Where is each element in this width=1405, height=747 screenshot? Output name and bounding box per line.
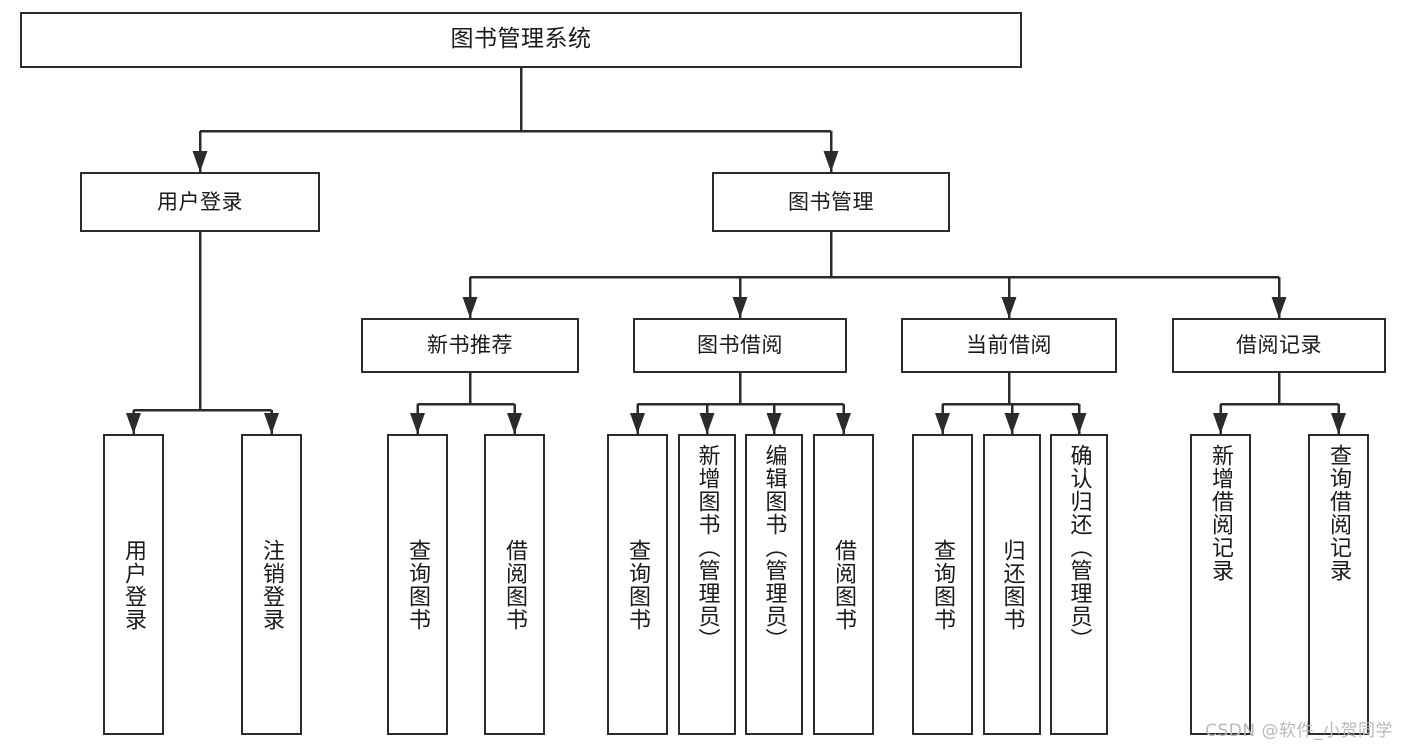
- node-leaf-user-logout[interactable]: 注销登录: [241, 434, 302, 735]
- node-leaf-borrow-book-1[interactable]: 借阅图书: [484, 434, 545, 735]
- node-label: 查询借阅记录: [1326, 444, 1352, 582]
- arrowhead-icon: [935, 413, 950, 434]
- node-label: 归还图书: [999, 538, 1025, 631]
- node-leaf-user-login[interactable]: 用户登录: [103, 434, 164, 735]
- node-leaf-confirm-ret[interactable]: 确认归还（管理员）: [1050, 434, 1108, 735]
- node-label: 借阅图书: [502, 538, 528, 631]
- node-new-book-rec[interactable]: 新书推荐: [361, 318, 579, 373]
- arrowhead-icon: [1071, 413, 1087, 434]
- arrowhead-icon: [1001, 297, 1017, 318]
- node-leaf-query-book-1[interactable]: 查询图书: [387, 434, 448, 735]
- node-leaf-query-book-2[interactable]: 查询图书: [607, 434, 668, 735]
- arrowhead-icon: [630, 413, 645, 434]
- watermark-label: CSDN @软件_小贺同学: [1205, 721, 1393, 741]
- node-leaf-edit-book[interactable]: 编辑图书（管理员）: [745, 434, 803, 735]
- node-label: 图书管理系统: [450, 26, 592, 53]
- node-label: 查询图书: [625, 538, 651, 631]
- node-label: 新增借阅记录: [1208, 444, 1234, 582]
- arrowhead-icon: [192, 151, 208, 172]
- arrowhead-icon: [766, 413, 782, 434]
- arrowhead-icon: [507, 413, 522, 434]
- node-root[interactable]: 图书管理系统: [20, 12, 1022, 68]
- node-label: 查询图书: [405, 538, 431, 631]
- node-leaf-query-book-3[interactable]: 查询图书: [912, 434, 973, 735]
- node-label: 新增图书（管理员）: [694, 444, 720, 651]
- node-book-manage[interactable]: 图书管理: [712, 172, 950, 232]
- node-label: 当前借阅: [966, 333, 1052, 358]
- arrowhead-icon: [699, 413, 715, 434]
- node-label: 借阅记录: [1236, 333, 1322, 358]
- node-current-borrow[interactable]: 当前借阅: [901, 318, 1117, 373]
- node-book-borrow[interactable]: 图书借阅: [633, 318, 847, 373]
- arrowhead-icon: [823, 151, 839, 172]
- arrowhead-icon: [1213, 413, 1228, 434]
- node-label: 编辑图书（管理员）: [761, 444, 787, 651]
- node-label: 确认归还（管理员）: [1066, 444, 1092, 651]
- arrowhead-icon: [1331, 413, 1346, 434]
- node-user-login[interactable]: 用户登录: [80, 172, 320, 232]
- node-label: 查询图书: [930, 538, 956, 631]
- node-label: 用户登录: [157, 189, 243, 214]
- node-leaf-borrow-book-2[interactable]: 借阅图书: [813, 434, 874, 735]
- node-label: 图书借阅: [697, 333, 783, 358]
- arrowhead-icon: [732, 297, 748, 318]
- node-label: 注销登录: [259, 538, 285, 631]
- arrowhead-icon: [126, 413, 141, 434]
- node-leaf-query-record[interactable]: 查询借阅记录: [1308, 434, 1369, 735]
- node-label: 图书管理: [788, 189, 874, 214]
- arrowhead-icon: [1004, 413, 1020, 434]
- node-leaf-add-record[interactable]: 新增借阅记录: [1190, 434, 1251, 735]
- arrowhead-icon: [410, 413, 425, 434]
- node-label: 借阅图书: [831, 538, 857, 631]
- arrowhead-icon: [1271, 297, 1287, 318]
- node-leaf-return-book[interactable]: 归还图书: [983, 434, 1041, 735]
- node-label: 用户登录: [121, 538, 147, 631]
- arrowhead-icon: [836, 413, 851, 434]
- node-leaf-add-book[interactable]: 新增图书（管理员）: [678, 434, 736, 735]
- arrowhead-icon: [462, 297, 478, 318]
- node-label: 新书推荐: [427, 333, 513, 358]
- arrowhead-icon: [264, 413, 279, 434]
- node-borrow-record[interactable]: 借阅记录: [1172, 318, 1386, 373]
